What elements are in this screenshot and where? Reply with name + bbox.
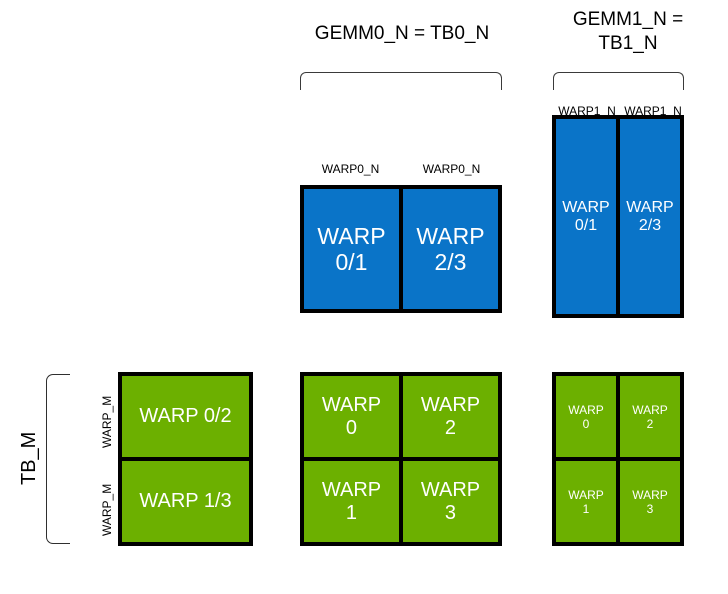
gemm1-title: GEMM1_N = TB1_N <box>572 9 684 54</box>
left-green-cell-0[interactable]: WARP 0/2 <box>122 376 249 457</box>
gemm0-green-cell-0-0[interactable]: WARP 0 <box>304 376 399 457</box>
tb-m-bracket <box>46 374 70 544</box>
gemm1-col-label-0: WARP1_N <box>558 104 616 118</box>
gemm1-green-cell-1-0[interactable]: WARP 1 <box>556 461 616 542</box>
gemm0-green-row-0: WARP 0 WARP 2 <box>304 376 498 457</box>
gemm0-green-cell-0-1[interactable]: WARP 2 <box>403 376 498 457</box>
gemm0-green-cell-1-0[interactable]: WARP 1 <box>304 461 399 542</box>
tb-m-label: TB_M <box>18 431 40 485</box>
gemm0-col-label-1: WARP0_N <box>422 162 481 176</box>
gemm0-top-cell-1[interactable]: WARP 2/3 <box>403 189 498 309</box>
gemm1-top-block-group: WARP 0/1 WARP 2/3 <box>552 115 684 318</box>
warp-m-label-top: WARP_M <box>100 395 114 448</box>
gemm1-top-cell-0[interactable]: WARP 0/1 <box>556 119 616 314</box>
gemm1-green-cell-0-0[interactable]: WARP 0 <box>556 376 616 457</box>
gemm0-top-cell-0[interactable]: WARP 0/1 <box>304 189 399 309</box>
gemm1-green-cell-0-1[interactable]: WARP 2 <box>620 376 680 457</box>
gemm1-span-bracket <box>553 72 684 90</box>
warp-m-label-bottom: WARP_M <box>100 483 114 536</box>
gemm0-green-cell-1-1[interactable]: WARP 3 <box>403 461 498 542</box>
gemm1-green-cell-1-1[interactable]: WARP 3 <box>620 461 680 542</box>
gemm1-green-grid: WARP 0 WARP 2 WARP 1 WARP 3 <box>552 372 684 546</box>
gemm1-top-cell-1[interactable]: WARP 2/3 <box>620 119 680 314</box>
left-green-cell-1[interactable]: WARP 1/3 <box>122 461 249 542</box>
gemm1-green-row-1: WARP 1 WARP 3 <box>556 461 680 542</box>
gemm1-col-label-1: WARP1_N <box>624 104 682 118</box>
gemm0-title: GEMM0_N = TB0_N <box>314 23 490 44</box>
gemm0-span-bracket <box>300 72 502 90</box>
gemm0-top-block-group: WARP 0/1 WARP 2/3 <box>300 185 502 313</box>
gemm0-green-row-1: WARP 1 WARP 3 <box>304 461 498 542</box>
gemm0-green-grid: WARP 0 WARP 2 WARP 1 WARP 3 <box>300 372 502 546</box>
gemm1-green-row-0: WARP 0 WARP 2 <box>556 376 680 457</box>
gemm0-col-label-0: WARP0_N <box>321 162 380 176</box>
left-green-grid: WARP 0/2 WARP 1/3 <box>118 372 253 546</box>
